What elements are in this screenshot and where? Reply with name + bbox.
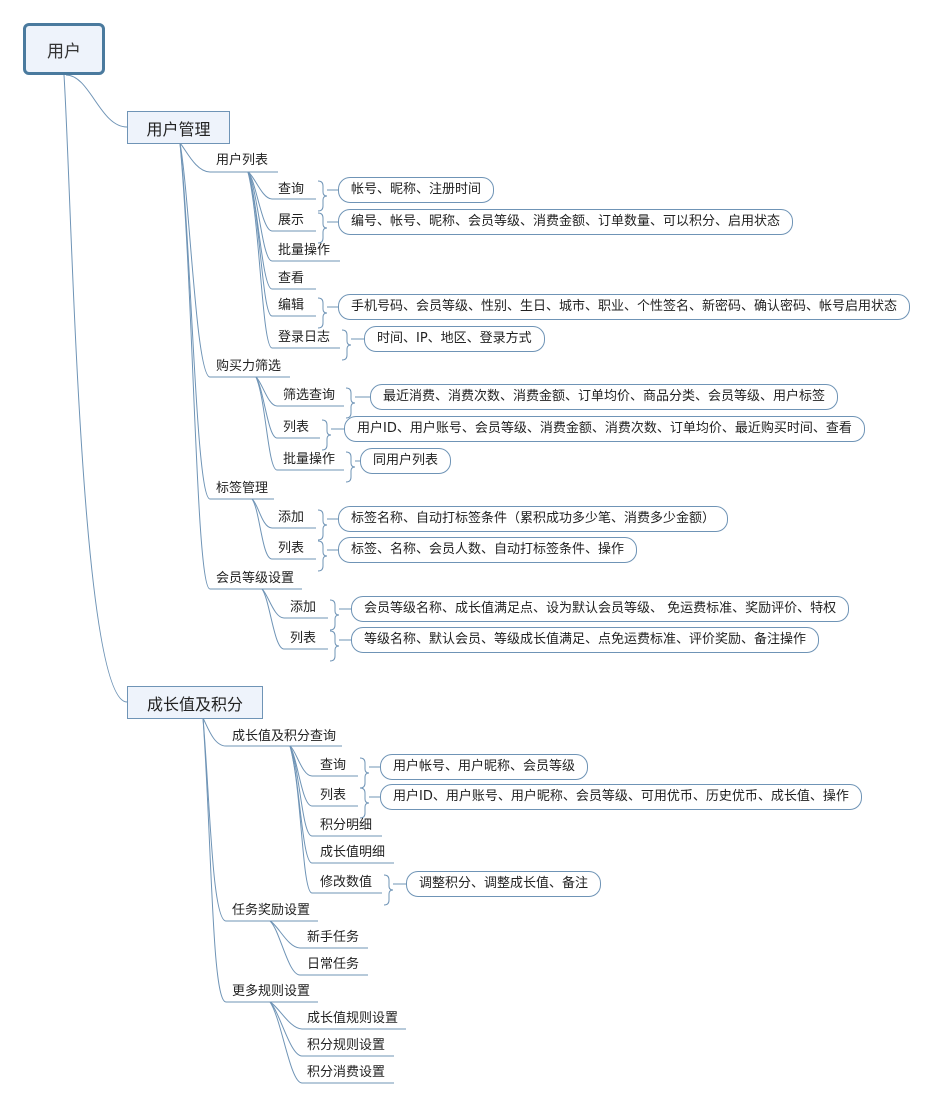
node-growth-query[interactable]: 成长值及积分查询 — [232, 729, 337, 744]
node-member-level[interactable]: 会员等级设置 — [216, 571, 295, 586]
node-user-list[interactable]: 用户列表 — [216, 153, 269, 168]
branch-user-management[interactable]: 用户管理 — [127, 111, 230, 144]
detail-purchase-list: 用户ID、用户账号、会员等级、消费金额、消费次数、订单均价、最近购买时间、查看 — [344, 416, 865, 442]
root-node[interactable]: 用户 — [23, 23, 105, 75]
leaf-edit[interactable]: 编辑 — [278, 298, 305, 313]
leaf-growth-detail[interactable]: 成长值明细 — [320, 845, 386, 860]
leaf-growth-search[interactable]: 查询 — [320, 758, 347, 773]
leaf-newbie-tasks[interactable]: 新手任务 — [307, 930, 360, 945]
leaf-display[interactable]: 展示 — [278, 213, 305, 228]
detail-modify-values: 调整积分、调整成长值、备注 — [406, 871, 602, 897]
leaf-purchase-list[interactable]: 列表 — [283, 420, 310, 435]
node-tag-management[interactable]: 标签管理 — [216, 481, 269, 496]
node-more-rules[interactable]: 更多规则设置 — [232, 984, 311, 999]
leaf-points-spend[interactable]: 积分消费设置 — [307, 1065, 386, 1080]
detail-level-add: 会员等级名称、成长值满足点、设为默认会员等级、 免运费标准、奖励评价、特权 — [351, 596, 850, 622]
branch-growth-points[interactable]: 成长值及积分 — [127, 686, 263, 719]
detail-tag-add: 标签名称、自动打标签条件（累积成功多少笔、消费多少金额） — [338, 506, 729, 532]
leaf-tag-list[interactable]: 列表 — [278, 541, 305, 556]
detail-edit: 手机号码、会员等级、性别、生日、城市、职业、个性签名、新密码、确认密码、帐号启用… — [338, 294, 911, 320]
leaf-points-rules[interactable]: 积分规则设置 — [307, 1038, 386, 1053]
leaf-purchase-batch[interactable]: 批量操作 — [283, 452, 336, 467]
leaf-level-list[interactable]: 列表 — [290, 631, 317, 646]
leaf-login-log[interactable]: 登录日志 — [278, 330, 331, 345]
node-task-rewards[interactable]: 任务奖励设置 — [232, 903, 311, 918]
detail-tag-list: 标签、名称、会员人数、自动打标签条件、操作 — [338, 537, 638, 563]
leaf-points-detail[interactable]: 积分明细 — [320, 818, 373, 833]
leaf-batch-operation[interactable]: 批量操作 — [278, 243, 331, 258]
leaf-growth-rules[interactable]: 成长值规则设置 — [307, 1011, 399, 1026]
leaf-query[interactable]: 查询 — [278, 182, 305, 197]
leaf-tag-add[interactable]: 添加 — [278, 510, 305, 525]
detail-purchase-batch: 同用户列表 — [360, 448, 452, 474]
detail-filter-query: 最近消费、消费次数、消费金额、订单均价、商品分类、会员等级、用户标签 — [370, 384, 839, 410]
detail-query: 帐号、昵称、注册时间 — [338, 177, 495, 203]
leaf-view[interactable]: 查看 — [278, 271, 305, 286]
leaf-modify-values[interactable]: 修改数值 — [320, 875, 373, 890]
leaf-daily-tasks[interactable]: 日常任务 — [307, 957, 360, 972]
detail-growth-search: 用户帐号、用户昵称、会员等级 — [380, 754, 589, 780]
leaf-growth-list[interactable]: 列表 — [320, 788, 347, 803]
detail-login-log: 时间、IP、地区、登录方式 — [364, 326, 545, 352]
detail-display: 编号、帐号、昵称、会员等级、消费金额、订单数量、可以积分、启用状态 — [338, 209, 794, 235]
node-purchase-filter[interactable]: 购买力筛选 — [216, 359, 282, 374]
leaf-filter-query[interactable]: 筛选查询 — [283, 388, 336, 403]
detail-level-list: 等级名称、默认会员、等级成长值满足、点免运费标准、评价奖励、备注操作 — [351, 627, 820, 653]
leaf-level-add[interactable]: 添加 — [290, 600, 317, 615]
detail-growth-list: 用户ID、用户账号、用户昵称、会员等级、可用优币、历史优币、成长值、操作 — [380, 784, 862, 810]
